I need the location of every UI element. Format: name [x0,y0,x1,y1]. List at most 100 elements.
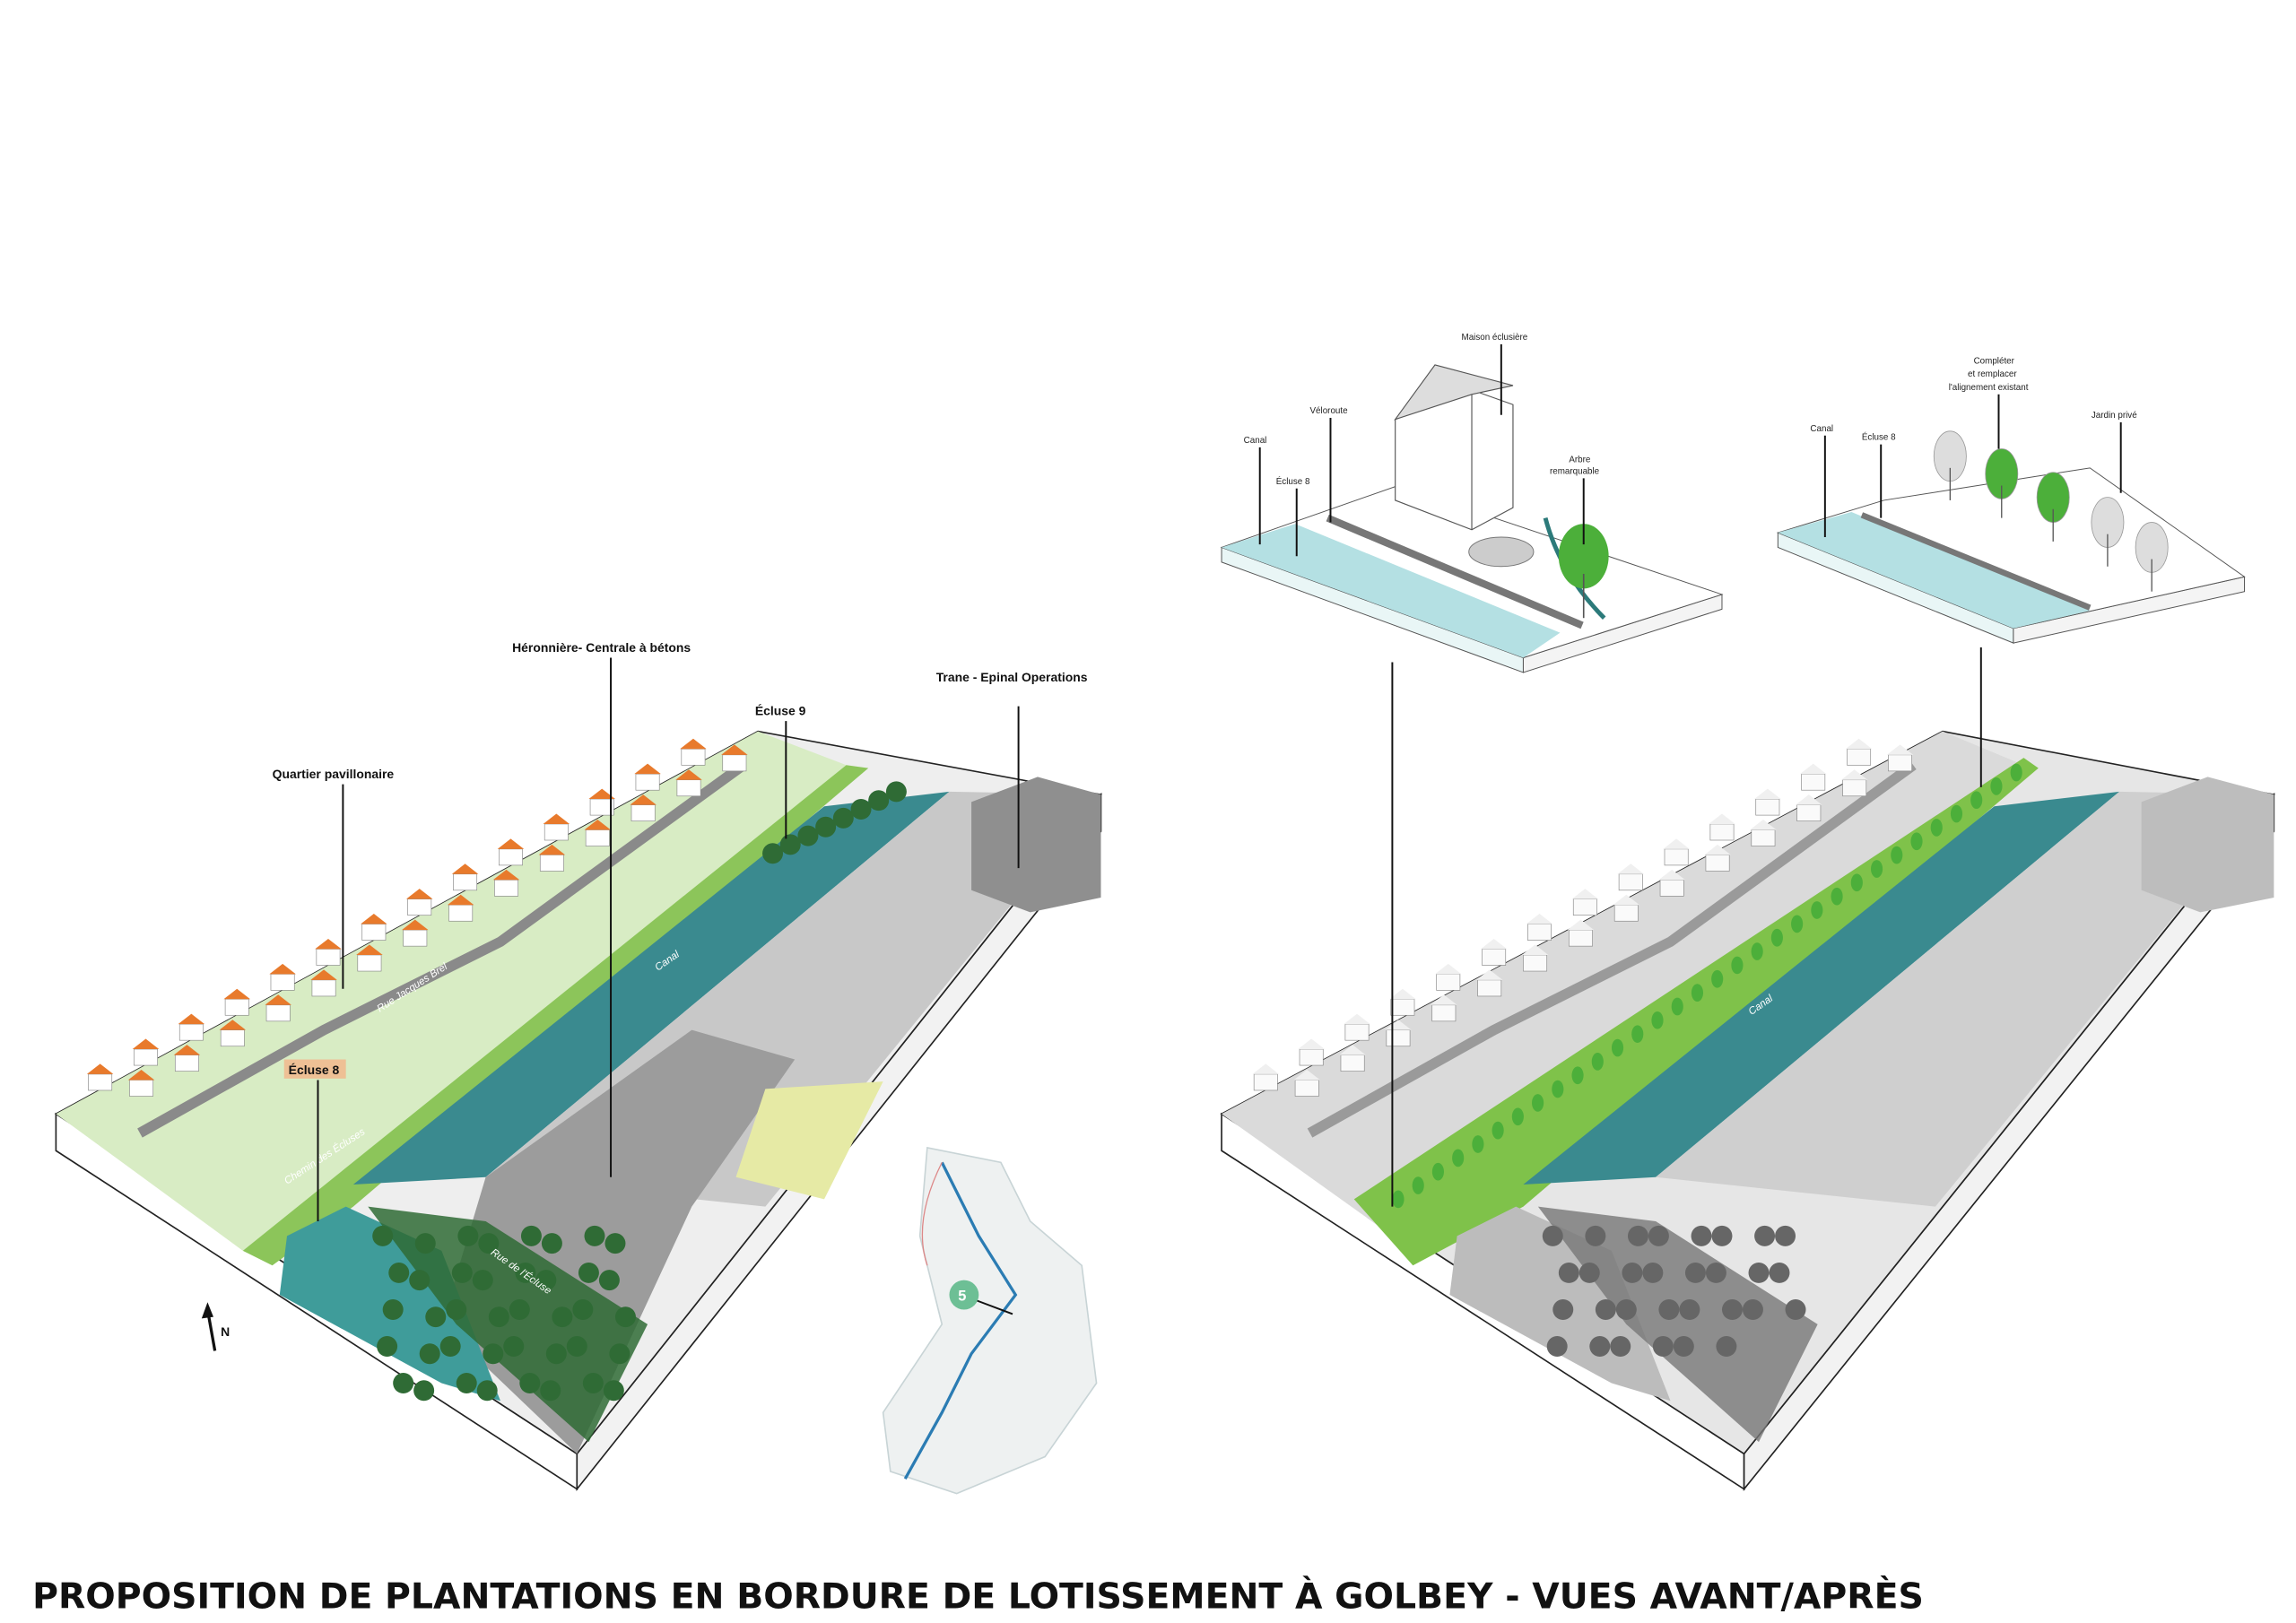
house-roof [634,763,661,775]
field-yellow [735,1081,883,1200]
house [722,754,747,772]
tree [413,1380,435,1402]
house-roof [1431,994,1457,1005]
grey-tree [1754,1225,1776,1246]
before-view-block: Canal Rue Jacques Brel Chemin des Écluse… [54,730,1102,1492]
house-roof [1389,988,1416,1000]
new-tree [1791,915,1804,933]
house [220,1029,245,1047]
tree [451,1262,473,1283]
house [88,1073,113,1091]
canal [352,791,950,1185]
tree [488,1306,509,1328]
house [631,804,656,821]
house-roof [132,1038,160,1050]
house [1436,974,1461,991]
label-canal-right: Canal [1810,424,1833,434]
house-roof [361,914,387,924]
north-label: N [221,1324,230,1339]
tree [850,799,872,820]
house [499,848,523,866]
residential-area [56,731,847,1251]
house-roof [310,969,337,980]
after-view-block: Canal [1220,730,2275,1491]
house [316,949,341,966]
tree [372,1225,394,1246]
tree [545,1343,567,1365]
label-completer: Compléter [1974,356,2015,366]
house [1253,1073,1278,1091]
tree [393,1373,414,1394]
house [1801,773,1826,791]
house-roof [1840,769,1868,780]
house [635,773,660,791]
new-tree [1970,791,1983,810]
new-tree [1711,969,1724,988]
grey-tree [1721,1298,1743,1320]
green-bank [242,765,869,1266]
new-tree-row [1392,763,2022,1357]
grey-tree [1705,1262,1726,1283]
tree [815,816,837,838]
grey-tree [1542,1225,1563,1246]
house-roof [178,1013,205,1025]
house-roof [492,869,520,881]
tree [409,1270,430,1291]
house-roof [1796,794,1822,805]
grey-tree [1589,1336,1611,1357]
inset-alignement: Compléter et remplacer l'alignement exis… [1776,356,2246,644]
new-tree [1452,1149,1465,1167]
house [1888,754,1912,772]
house-roof [405,889,433,899]
house-roof [538,844,566,855]
before-view-labels: Quartier pavillonaire Héronnière- Centra… [201,640,1088,1351]
house [1340,1055,1365,1072]
house-roof [269,963,296,975]
house-roof [497,838,525,849]
house-roof [1298,1038,1325,1050]
house-roof [588,788,615,800]
house-roof [1617,864,1645,874]
new-tree [1850,873,1863,892]
grey-tree [1610,1336,1631,1357]
label-alignement-existant: l'alignement existant [1949,383,2029,393]
house [1751,829,1776,846]
new-tree [1731,956,1744,975]
house [1477,979,1502,997]
new-tree [1431,1162,1444,1181]
house-roof [675,769,702,780]
new-tree [1691,984,1704,1002]
house [1842,779,1867,797]
house-roof [1663,838,1690,849]
tree [832,807,854,829]
new-tree [1751,942,1763,960]
house [357,954,382,972]
tree [509,1298,530,1320]
new-tree [1891,846,1903,864]
tree [609,1343,631,1365]
tree [515,1262,536,1283]
grey-tree [1785,1298,1806,1320]
house-roof [1339,1045,1366,1055]
grey-tree [1546,1336,1568,1357]
grey-tree [1748,1262,1770,1283]
house [1709,823,1735,841]
page-title: PROPOSITION DE PLANTATIONS EN BORDURE DE… [32,1575,1924,1618]
tree [762,843,784,864]
grey-tree [1648,1225,1669,1246]
house [539,855,564,872]
house-roof [86,1063,114,1074]
grey-tree [1658,1298,1680,1320]
house-roof [1434,963,1462,975]
grey-tree [1716,1336,1737,1357]
new-tree [1990,777,2003,795]
tree [425,1306,447,1328]
grey-tree [1679,1298,1700,1320]
house-roof [1480,938,1508,950]
new-tree [1552,1080,1564,1098]
house-roof [1344,1013,1370,1025]
tree [868,790,890,812]
tree [439,1336,461,1357]
house-roof [1613,894,1640,906]
grey-tree [1769,1262,1790,1283]
